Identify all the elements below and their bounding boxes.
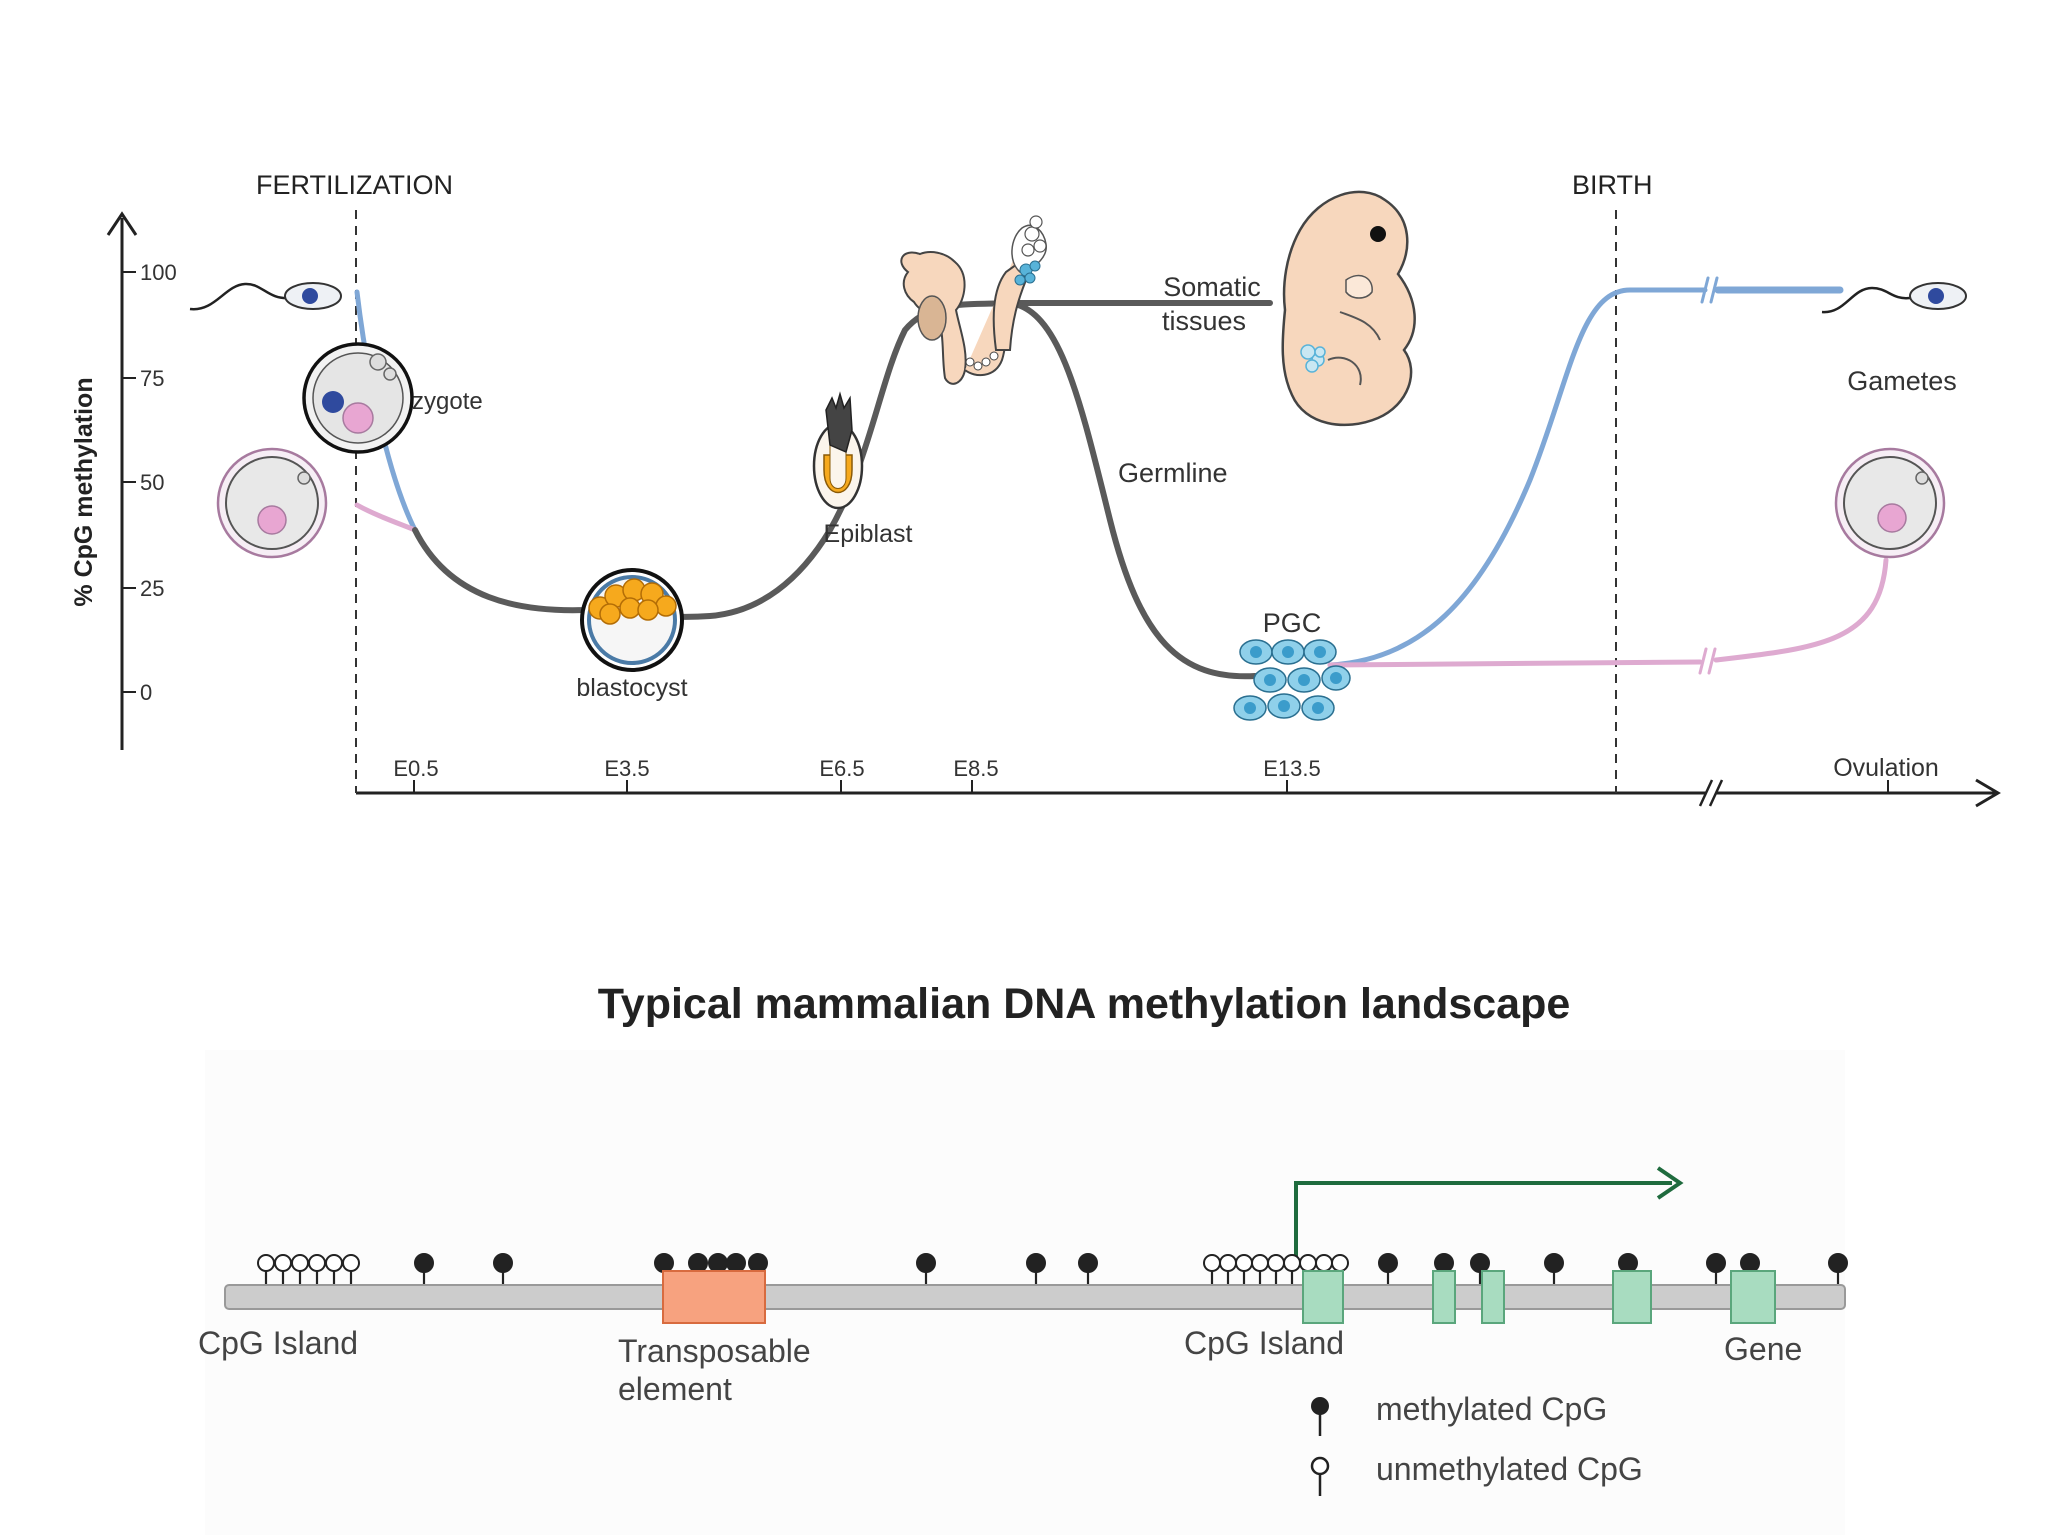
methylated-cpg — [1078, 1253, 1098, 1285]
unmethylated-cpg — [308, 1254, 326, 1285]
methylated-cpg — [414, 1253, 434, 1285]
methylated-cpg — [916, 1253, 936, 1285]
fetus-icon — [1281, 190, 1416, 427]
x-tick-e8-5: E8.5 — [953, 756, 998, 781]
unmethylated-cpg — [257, 1254, 275, 1285]
cpg-island-right-label: CpG Island — [1184, 1325, 1344, 1361]
development-methylation-diagram: 100 75 50 25 0 % CpG methylation E0.5 E3… — [70, 170, 2001, 808]
cpg-island-left-label: CpG Island — [198, 1325, 358, 1361]
epiblast-label: Epiblast — [824, 520, 913, 548]
gene-label: Gene — [1724, 1331, 1802, 1367]
x-axis: E0.5 E3.5 E6.5 E8.5 E13.5 Ovulation — [356, 754, 2001, 808]
zygote-icon: zygote — [302, 342, 483, 454]
embryo-curve — [412, 300, 1013, 620]
methylated-cpg — [1706, 1253, 1726, 1285]
x-tick-e0-5: E0.5 — [393, 756, 438, 781]
epiblast-icon: Epiblast — [812, 391, 913, 548]
unmethylated-cpg — [342, 1254, 360, 1285]
pgc-label: PGC — [1263, 608, 1322, 638]
transposable-label-line2: element — [618, 1371, 732, 1407]
chromosome-bar — [224, 1284, 1846, 1310]
y-tick-100: 100 — [140, 260, 177, 285]
methylation-landscape: Typical mammalian DNA methylation landsc… — [198, 980, 1848, 1535]
x-tick-e6-5: E6.5 — [819, 756, 864, 781]
landscape-title: Typical mammalian DNA methylation landsc… — [598, 980, 1571, 1028]
fertilization-label: FERTILIZATION — [256, 170, 453, 200]
cpg-sites — [257, 1253, 1848, 1285]
unmethylated-cpg — [1219, 1254, 1237, 1285]
y-axis: 100 75 50 25 0 % CpG methylation — [70, 211, 177, 750]
maternal-curve-adult — [1713, 557, 1889, 663]
gene-exons — [1302, 1270, 1776, 1324]
somatic-label-line2: tissues — [1162, 306, 1246, 336]
legend-unmethylated-label: unmethylated CpG — [1376, 1451, 1643, 1487]
zygote-label: zygote — [412, 388, 483, 415]
germline-label: Germline — [1118, 458, 1228, 488]
y-axis-label: % CpG methylation — [70, 377, 98, 606]
legend: methylated CpG unmethylated CpG — [1310, 1391, 1643, 1496]
event-markers: FERTILIZATION BIRTH — [256, 170, 1653, 793]
methylated-cpg — [1470, 1253, 1490, 1285]
maternal-curve-late — [1327, 659, 1703, 668]
methylated-cpg — [493, 1253, 513, 1285]
transposable-label-line1: Transposable — [618, 1333, 811, 1369]
methylated-cpg — [1828, 1253, 1848, 1285]
methylated-cpg — [1378, 1253, 1398, 1285]
maternal-curve-early — [354, 502, 418, 533]
gametes-label: Gametes — [1847, 366, 1957, 396]
y-tick-25: 25 — [140, 576, 164, 601]
blastocyst-icon: blastocyst — [576, 568, 688, 702]
oocyte-icon — [216, 447, 328, 559]
pgc-cluster-icon: PGC — [1233, 608, 1351, 721]
paternal-curve-late — [1327, 287, 1708, 668]
germline-curve — [1007, 300, 1258, 680]
unmethylated-cpg-legend-icon — [1310, 1456, 1330, 1496]
x-tick-e13-5: E13.5 — [1263, 756, 1321, 781]
y-tick-0: 0 — [140, 680, 152, 705]
somatic-label-line1: Somatic — [1163, 272, 1261, 302]
methylated-cpg — [1544, 1253, 1564, 1285]
transcription-start-arrow — [1294, 1166, 1684, 1262]
x-tick-ovulation: Ovulation — [1833, 754, 1939, 782]
e8-5-embryo-icon — [900, 215, 1047, 385]
birth-label: BIRTH — [1572, 170, 1653, 200]
methylated-cpg — [1026, 1253, 1046, 1285]
sperm-icon — [189, 282, 342, 311]
transposable-element-box — [662, 1270, 766, 1324]
y-tick-75: 75 — [140, 366, 164, 391]
x-tick-e3-5: E3.5 — [604, 756, 649, 781]
y-tick-50: 50 — [140, 470, 164, 495]
legend-methylated-label: methylated CpG — [1376, 1391, 1607, 1427]
gametes-icon: Gametes — [1821, 282, 1967, 559]
methylated-cpg-legend-icon — [1311, 1397, 1329, 1436]
blastocyst-label: blastocyst — [576, 674, 687, 702]
